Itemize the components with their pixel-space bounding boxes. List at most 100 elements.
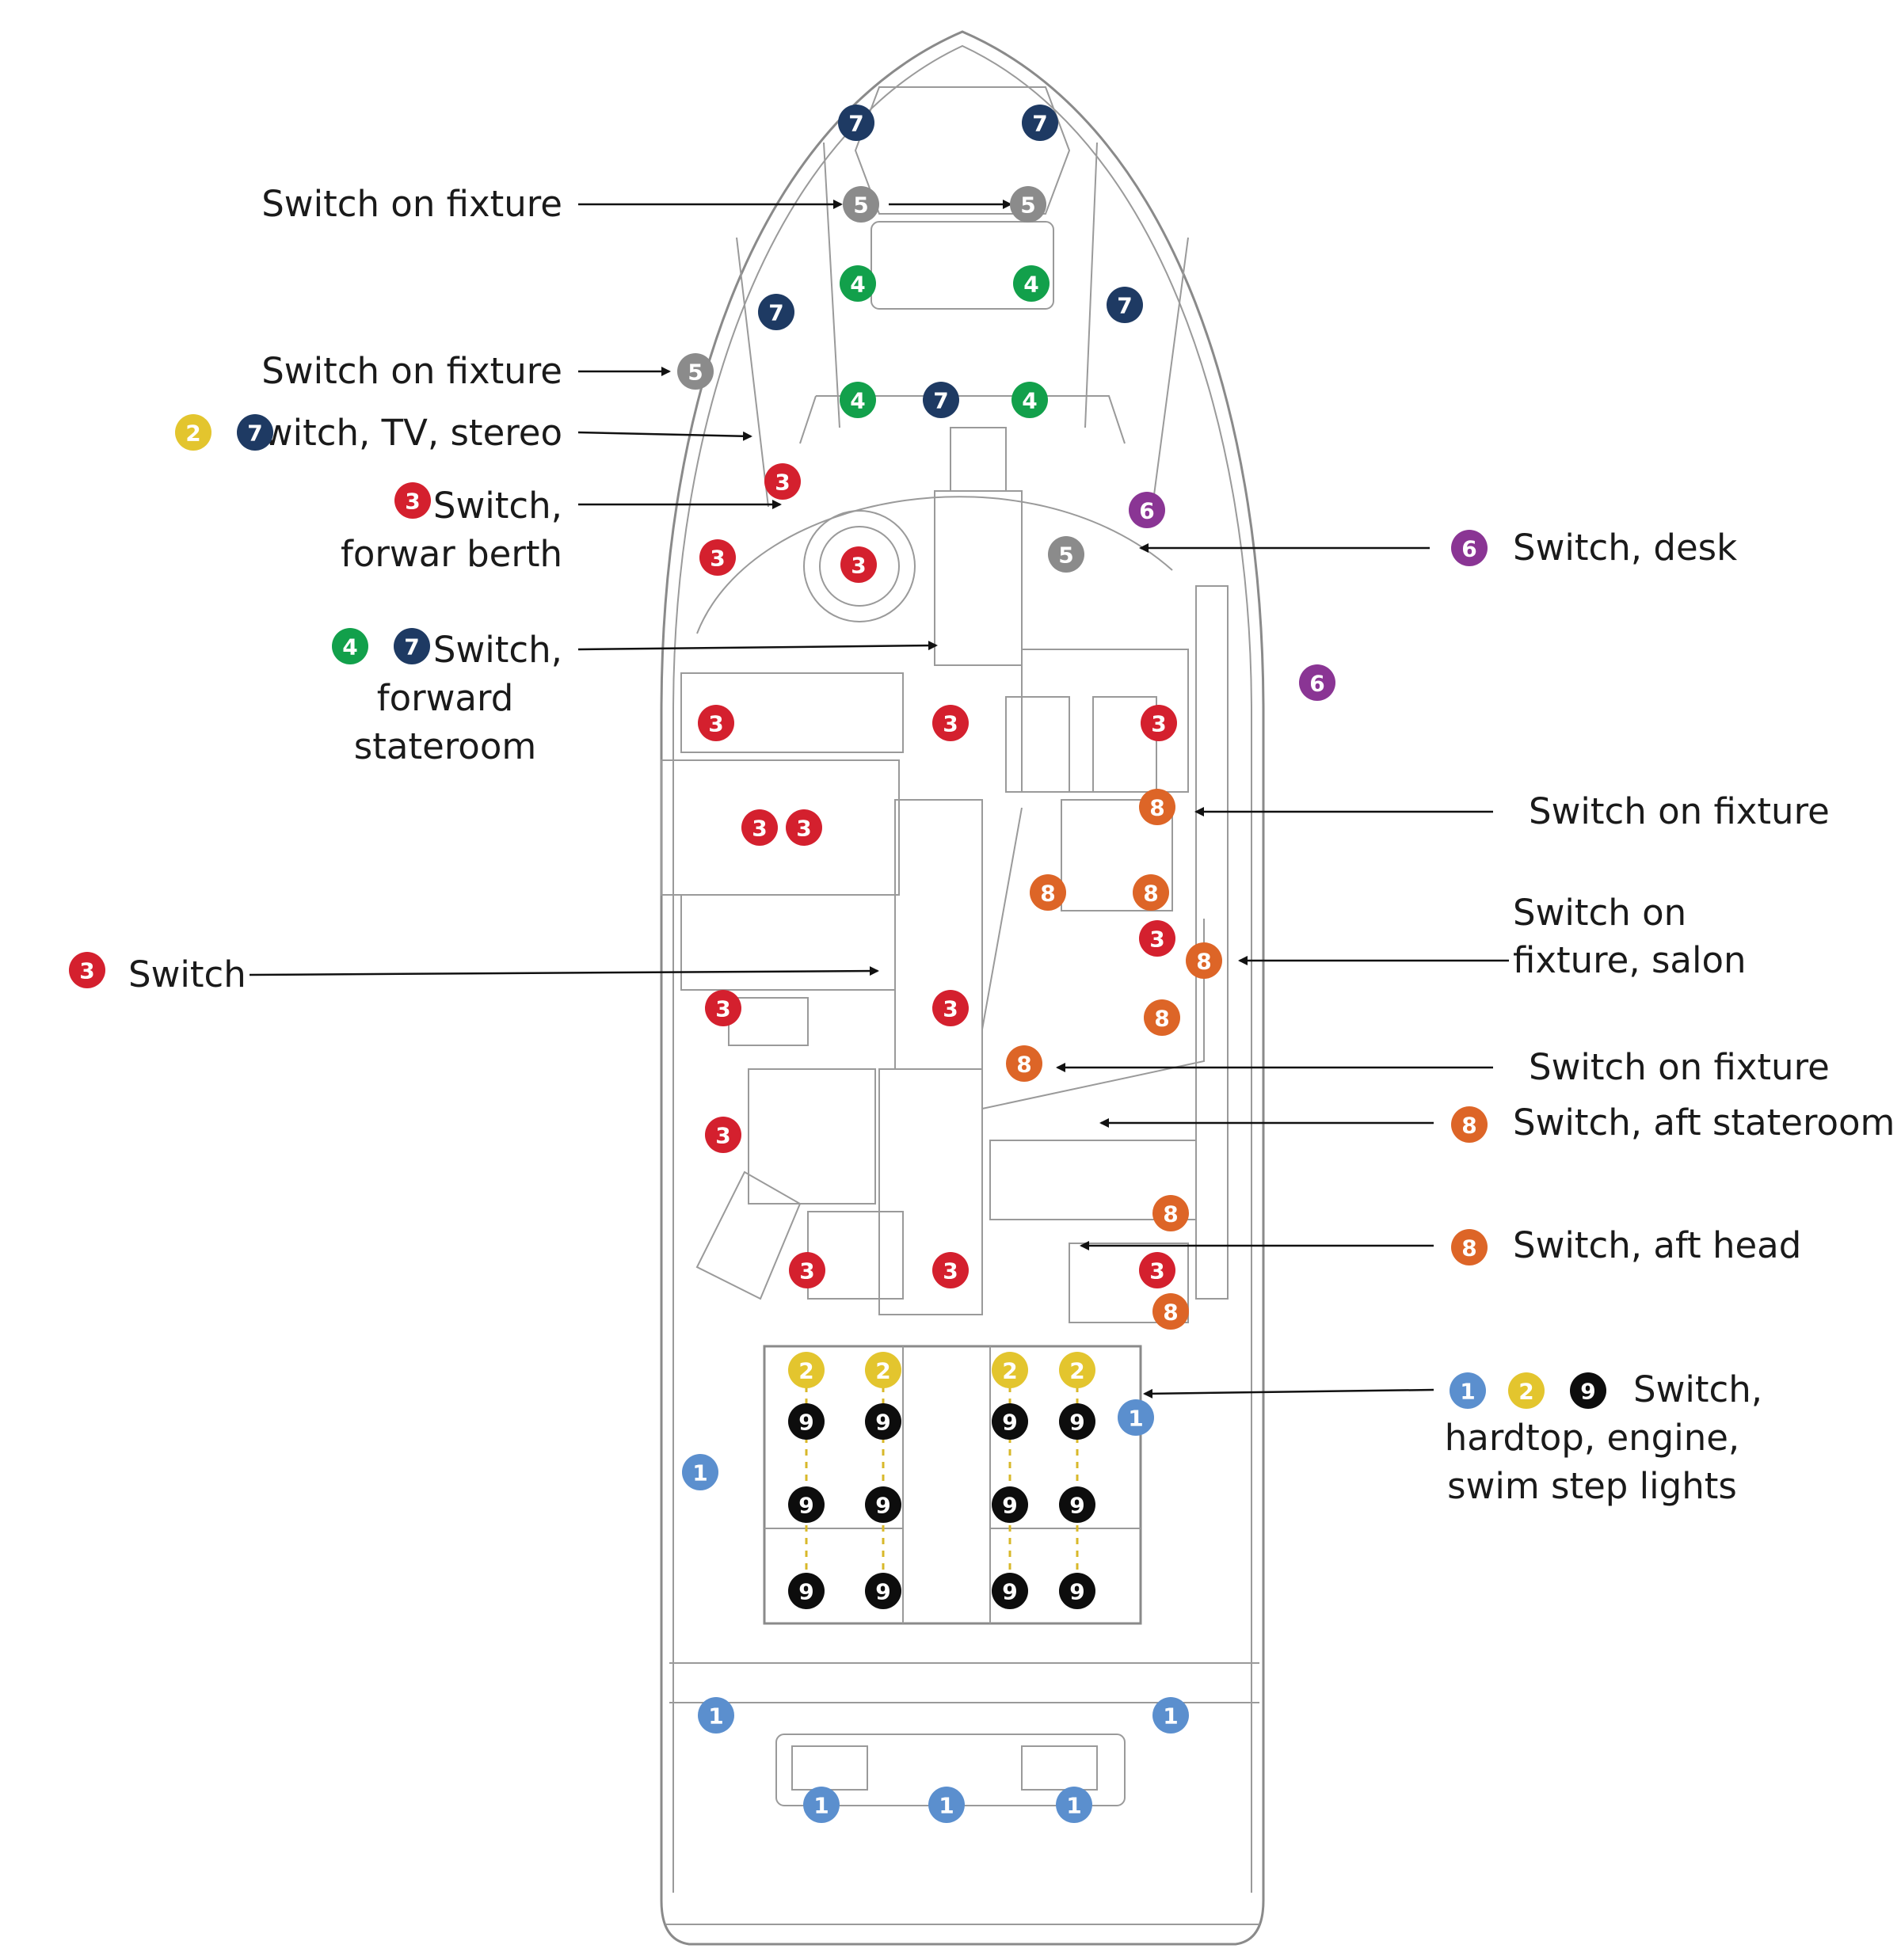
badge-3: 3 bbox=[394, 482, 431, 519]
badge-number: 9 bbox=[875, 1493, 890, 1519]
label-switch-on-fixture-mid: Switch on fixture bbox=[1529, 1046, 1830, 1088]
badge-3: 3 bbox=[705, 990, 741, 1026]
badge-circle bbox=[992, 1403, 1028, 1440]
badge-3: 3 bbox=[932, 1252, 969, 1288]
badge-circle bbox=[1152, 1293, 1189, 1330]
badge-circle bbox=[394, 628, 430, 664]
badge-circle bbox=[682, 1454, 718, 1490]
badge-circle bbox=[923, 382, 959, 418]
label-forward-stateroom-line3: stateroom bbox=[354, 725, 536, 767]
badge-number: 3 bbox=[1149, 927, 1164, 953]
badge-circle bbox=[1139, 789, 1175, 825]
label-forward-berth-line1: Switch, bbox=[433, 485, 562, 527]
badge-circle bbox=[1450, 1372, 1486, 1409]
badge-circle bbox=[803, 1787, 840, 1823]
label-switch-on-fixture-top: Switch on fixture bbox=[261, 183, 562, 225]
label-switch-aft-stateroom: Switch, aft stateroom bbox=[1513, 1102, 1895, 1144]
badge-number: 3 bbox=[1149, 1258, 1164, 1284]
badge-circle bbox=[1152, 1195, 1189, 1231]
badge-circle bbox=[1129, 492, 1165, 528]
badge-8: 8 bbox=[1186, 942, 1222, 979]
badge-number: 3 bbox=[943, 711, 958, 737]
badge-circle bbox=[69, 952, 105, 988]
badge-2: 2 bbox=[992, 1352, 1028, 1388]
badge-1: 1 bbox=[1056, 1787, 1092, 1823]
badge-circle bbox=[992, 1486, 1028, 1523]
badge-circle bbox=[741, 809, 778, 846]
badge-number: 1 bbox=[1163, 1703, 1178, 1730]
badge-circle bbox=[1107, 287, 1143, 323]
badge-number: 8 bbox=[1163, 1201, 1178, 1227]
badge-9: 9 bbox=[788, 1573, 825, 1609]
badge-1: 1 bbox=[1152, 1697, 1189, 1734]
badge-9: 9 bbox=[992, 1403, 1028, 1440]
badge-9: 9 bbox=[788, 1403, 825, 1440]
badge-number: 4 bbox=[850, 388, 865, 414]
badge-circle bbox=[840, 265, 876, 302]
badge-3: 3 bbox=[741, 809, 778, 846]
badge-number: 7 bbox=[247, 421, 262, 447]
badge-4: 4 bbox=[332, 628, 368, 664]
badge-number: 5 bbox=[853, 192, 868, 219]
badge-3: 3 bbox=[764, 463, 801, 500]
badge-3: 3 bbox=[1139, 920, 1175, 957]
label-forward-stateroom-line2: forward bbox=[377, 677, 514, 719]
badge-1: 1 bbox=[698, 1697, 734, 1734]
badge-circle bbox=[1451, 1229, 1488, 1265]
badge-circle bbox=[764, 463, 801, 500]
badge-number: 3 bbox=[851, 553, 866, 579]
badge-circle bbox=[1010, 186, 1046, 223]
badge-4: 4 bbox=[1013, 265, 1050, 302]
label-switch: Switch bbox=[128, 953, 246, 995]
badge-number: 8 bbox=[1016, 1052, 1031, 1078]
badge-7: 7 bbox=[758, 294, 794, 330]
label-hardtop-line2: hardtop, engine, bbox=[1445, 1417, 1740, 1459]
badge-4: 4 bbox=[840, 382, 876, 418]
badge-number: 7 bbox=[933, 388, 948, 414]
badge-8: 8 bbox=[1451, 1106, 1488, 1143]
label-forward-stateroom-line1: Switch, bbox=[433, 629, 562, 671]
badge-5: 5 bbox=[677, 353, 714, 390]
badge-number: 1 bbox=[939, 1793, 954, 1819]
badge-8: 8 bbox=[1152, 1195, 1189, 1231]
badge-9: 9 bbox=[865, 1486, 901, 1523]
badge-circle bbox=[932, 1252, 969, 1288]
badge-circle bbox=[840, 546, 877, 583]
badge-8: 8 bbox=[1152, 1293, 1189, 1330]
badge-number: 1 bbox=[692, 1460, 707, 1486]
badge-2: 2 bbox=[788, 1352, 825, 1388]
badge-number: 8 bbox=[1149, 795, 1164, 821]
badge-5: 5 bbox=[1048, 536, 1084, 573]
badge-number: 2 bbox=[1002, 1358, 1017, 1384]
badge-number: 9 bbox=[1002, 1493, 1017, 1519]
label-switch-desk: Switch, desk bbox=[1513, 527, 1737, 569]
badge-3: 3 bbox=[932, 990, 969, 1026]
badge-number: 3 bbox=[715, 1123, 730, 1149]
badge-3: 3 bbox=[789, 1252, 825, 1288]
badge-circle bbox=[1056, 1787, 1092, 1823]
badge-9: 9 bbox=[1059, 1486, 1095, 1523]
badge-circle bbox=[332, 628, 368, 664]
badge-7: 7 bbox=[394, 628, 430, 664]
badge-circle bbox=[1118, 1399, 1154, 1436]
badge-circle bbox=[1059, 1352, 1095, 1388]
badge-7: 7 bbox=[1022, 105, 1058, 141]
badge-circle bbox=[1059, 1486, 1095, 1523]
badge-8: 8 bbox=[1030, 874, 1066, 911]
badge-7: 7 bbox=[237, 414, 273, 451]
badge-circle bbox=[1139, 1252, 1175, 1288]
badge-number: 2 bbox=[1518, 1379, 1533, 1405]
badge-number: 3 bbox=[775, 470, 790, 496]
badge-9: 9 bbox=[992, 1573, 1028, 1609]
badge-number: 4 bbox=[342, 634, 357, 660]
badge-3: 3 bbox=[840, 546, 877, 583]
badge-1: 1 bbox=[928, 1787, 965, 1823]
badge-number: 1 bbox=[1460, 1379, 1475, 1405]
badge-8: 8 bbox=[1451, 1229, 1488, 1265]
badge-8: 8 bbox=[1006, 1045, 1042, 1082]
badge-number: 3 bbox=[1151, 711, 1166, 737]
badge-circle bbox=[1006, 1045, 1042, 1082]
badge-number: 9 bbox=[1069, 1410, 1084, 1436]
badge-3: 3 bbox=[69, 952, 105, 988]
